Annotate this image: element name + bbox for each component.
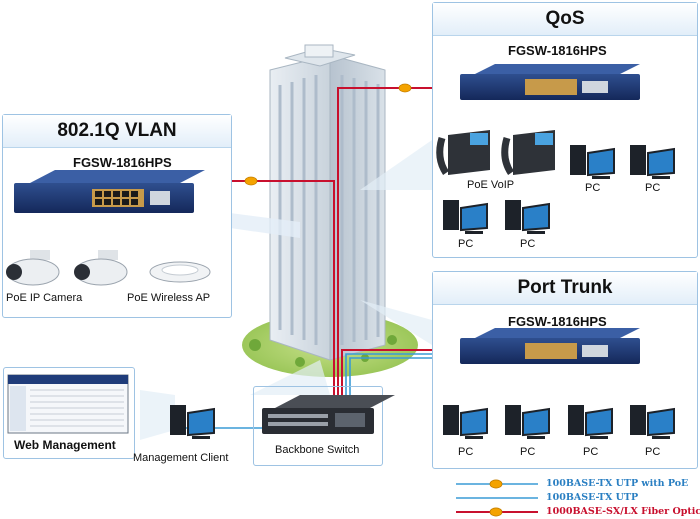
pc-label-qos-1: PC — [585, 182, 601, 194]
ip-camera-1 — [6, 250, 60, 286]
legend-utp-poe: 100BASE-TX UTP with PoE — [546, 478, 689, 489]
pc-trunk-3 — [568, 405, 613, 439]
qos-switch-model: FGSW-1816HPS — [508, 43, 607, 58]
trunk-panel-title: Port Trunk — [433, 272, 697, 305]
vlan-panel-title: 802.1Q VLAN — [3, 115, 231, 148]
qos-switch — [460, 64, 640, 100]
legend-fiber: 1000BASE-SX/LX Fiber Optic — [546, 506, 700, 517]
pc-label-trunk-3: PC — [583, 446, 599, 458]
office-building — [269, 44, 386, 361]
poe-voip-label: PoE VoIP — [467, 179, 515, 191]
management-client-pc — [170, 405, 215, 439]
pc-qos-2 — [630, 145, 675, 179]
legend-utp: 100BASE-TX UTP — [546, 492, 639, 503]
qos-panel-title: QoS — [433, 3, 697, 36]
trunk-switch-model: FGSW-1816HPS — [508, 314, 607, 329]
pc-qos-4 — [505, 200, 550, 234]
pc-qos-3 — [443, 200, 488, 234]
vlan-switch-model: FGSW-1816HPS — [73, 155, 172, 170]
pc-label-trunk-1: PC — [458, 446, 474, 458]
pc-qos-1 — [570, 145, 615, 179]
poe-ip-camera-label: PoE IP Camera — [6, 292, 83, 304]
pc-label-qos-4: PC — [520, 238, 536, 250]
backbone-switch-device — [262, 395, 395, 434]
trunk-switch — [460, 328, 640, 364]
pc-label-trunk-4: PC — [645, 446, 661, 458]
web-management-label: Web Management — [14, 438, 116, 452]
pc-trunk-2 — [505, 405, 550, 439]
web-management-screenshot — [7, 374, 129, 434]
fiber-links — [193, 87, 462, 398]
poe-wireless-ap-label: PoE Wireless AP — [127, 292, 211, 304]
pc-trunk-1 — [443, 405, 488, 439]
voip-phone-1 — [436, 130, 490, 175]
pc-label-qos-2: PC — [645, 182, 661, 194]
backbone-panel — [253, 386, 383, 466]
voip-phone-2 — [501, 130, 555, 175]
pc-trunk-4 — [630, 405, 675, 439]
pc-label-qos-3: PC — [458, 238, 474, 250]
ip-camera-2 — [74, 250, 128, 286]
backbone-switch-label: Backbone Switch — [275, 444, 360, 456]
pc-label-trunk-2: PC — [520, 446, 536, 458]
vlan-switch — [14, 170, 205, 213]
management-client-label: Management Client — [133, 452, 229, 464]
wireless-ap — [149, 261, 211, 283]
